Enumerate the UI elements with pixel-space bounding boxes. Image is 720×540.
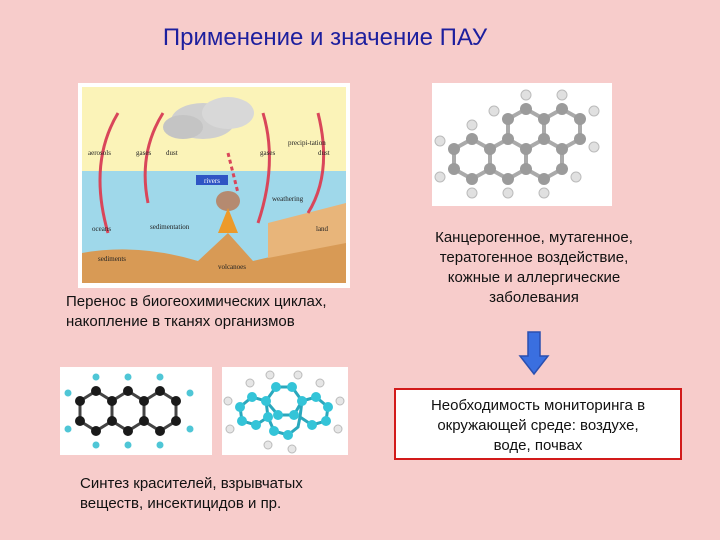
transport-note-line: накопление в тканях организмов bbox=[66, 313, 295, 330]
synthesis-note: Синтез красителей, взрывчатых веществ, и… bbox=[80, 474, 380, 514]
effects-note-line: кожные и аллергические bbox=[447, 269, 621, 286]
rivers-arrow bbox=[196, 175, 228, 185]
cycle-label-gases-left: gases bbox=[136, 149, 151, 157]
cycle-label-volcanoes: volcanoes bbox=[218, 263, 246, 271]
ground-area bbox=[82, 233, 346, 283]
synthesis-note-line: веществ, инсектицидов и пр. bbox=[80, 495, 282, 512]
arrow-down-icon bbox=[518, 331, 550, 376]
pah-molecule-gray bbox=[432, 83, 612, 206]
effects-note-line: тератогенное воздействие, bbox=[439, 249, 629, 266]
transport-note: Перенос в биогеохимических циклах, накоп… bbox=[66, 292, 396, 332]
cycle-label-aerosols: aerosols bbox=[88, 149, 111, 157]
cycle-label-weathering: weathering bbox=[272, 195, 304, 203]
volcano-shape bbox=[218, 208, 238, 233]
cycle-label-dust-left: dust bbox=[166, 149, 178, 157]
cycle-label-sedimentation: sedimentation bbox=[150, 223, 190, 231]
effects-note-line: Канцерогенное, мутагенное, bbox=[435, 229, 633, 246]
monitoring-line: воде, почвах bbox=[493, 437, 583, 454]
health-effects-note: Канцерогенное, мутагенное, тератогенное … bbox=[404, 228, 664, 308]
cycle-label-land: land bbox=[316, 225, 329, 233]
cycle-label-sediments: sediments bbox=[98, 255, 126, 263]
monitoring-box: Необходимость мониторинга в окружающей с… bbox=[394, 388, 682, 460]
cycle-label-gases-right: gases bbox=[260, 149, 275, 157]
pah-molecule-cyan bbox=[222, 367, 348, 455]
cycle-label-dust-right: dust bbox=[318, 149, 330, 157]
transport-note-line: Перенос в биогеохимических циклах, bbox=[66, 293, 327, 310]
volcano-smoke bbox=[216, 191, 240, 211]
monitoring-line: Необходимость мониторинга в bbox=[430, 397, 646, 414]
cycle-label-rivers: rivers bbox=[204, 177, 220, 185]
page-title: Применение и значение ПАУ bbox=[162, 24, 488, 51]
biogeochemical-cycle-figure: aerosols gases dust gases precipi-tation… bbox=[78, 83, 350, 288]
effects-note-line: заболевания bbox=[489, 289, 579, 306]
synthesis-note-line: Синтез красителей, взрывчатых bbox=[80, 475, 303, 492]
cycle-label-oceans: oceans bbox=[92, 225, 111, 233]
pah-molecule-black bbox=[60, 367, 212, 455]
cycle-arrows bbox=[98, 112, 326, 234]
monitoring-line: окружающей среде: воздухе, bbox=[437, 417, 639, 434]
cycle-label-precipitation: precipi-tation bbox=[288, 139, 326, 147]
